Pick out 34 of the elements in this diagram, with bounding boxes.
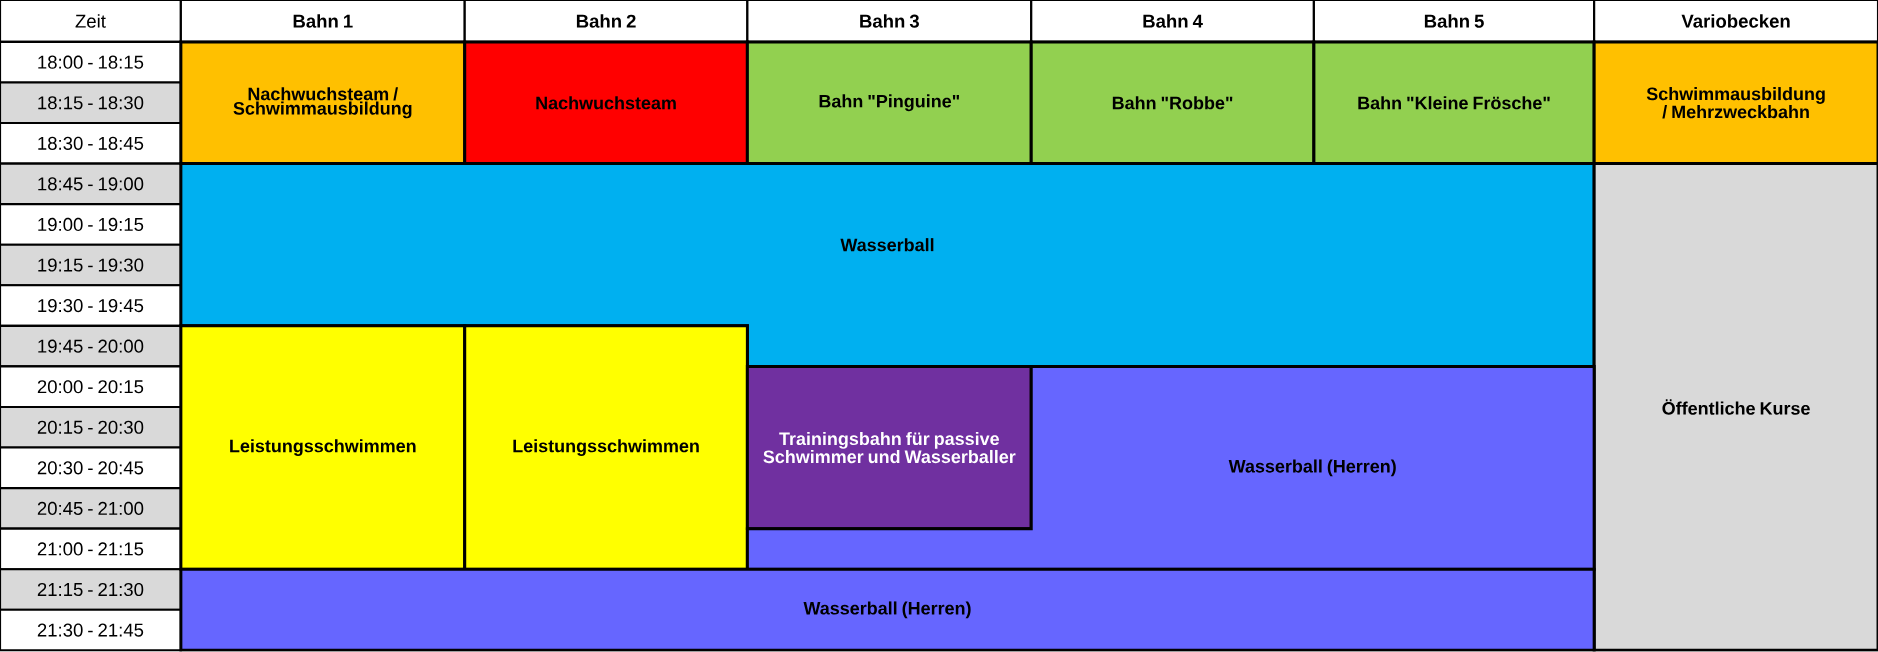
time-cell: 19:30 - 19:45	[0, 284, 182, 328]
time-cell: 19:45 - 20:00	[0, 325, 182, 368]
lane-block: Öffentliche Kurse	[1592, 162, 1878, 652]
time-cell: 18:15 - 18:30	[0, 81, 182, 125]
time-cell: 18:00 - 18:15	[0, 41, 182, 84]
lane-block: Nachwuchsteam / Schwimmausbildung	[179, 40, 467, 166]
lane-block: Leistungsschwimmen	[463, 324, 749, 571]
time-cell: 21:00 - 21:15	[0, 527, 182, 571]
lane-block: Bahn "Pinguine"	[745, 40, 1033, 166]
lane-block: Leistungsschwimmen	[179, 324, 467, 571]
column-header: Bahn 5	[1312, 0, 1596, 44]
column-header: Variobecken	[1593, 0, 1878, 44]
lane-block: Wasserball (Herren)	[179, 567, 1596, 652]
lane-block: Bahn "Kleine Frösche"	[1312, 40, 1596, 166]
column-header: Bahn 3	[746, 0, 1033, 44]
column-header: Zeit	[0, 0, 182, 44]
column-header: Bahn 1	[179, 0, 466, 44]
lane-block: Trainingsbahn für passive Schwimmer und Wasserballer	[745, 365, 1033, 531]
time-cell: 18:45 - 19:00	[0, 162, 182, 206]
time-cell: 20:30 - 20:45	[0, 446, 182, 490]
time-cell: 21:15 - 21:30	[0, 568, 182, 612]
lane-block: Bahn "Robbe"	[1029, 40, 1316, 166]
time-cell: 18:30 - 18:45	[0, 122, 182, 165]
time-cell: 21:30 - 21:45	[0, 608, 182, 652]
lane-block: Schwimmausbildung / Mehrzweckbahn	[1592, 40, 1878, 166]
time-cell: 20:15 - 20:30	[0, 406, 182, 449]
time-cell: 19:15 - 19:30	[0, 243, 182, 287]
time-cell: 19:00 - 19:15	[0, 203, 182, 246]
time-cell: 20:00 - 20:15	[0, 365, 182, 409]
time-cell: 20:45 - 21:00	[0, 487, 182, 530]
lane-block: Wasserball	[179, 162, 1596, 369]
column-header: Bahn 4	[1030, 0, 1315, 44]
lane-block: Nachwuchsteam	[463, 40, 749, 166]
column-header: Bahn 2	[463, 0, 749, 44]
